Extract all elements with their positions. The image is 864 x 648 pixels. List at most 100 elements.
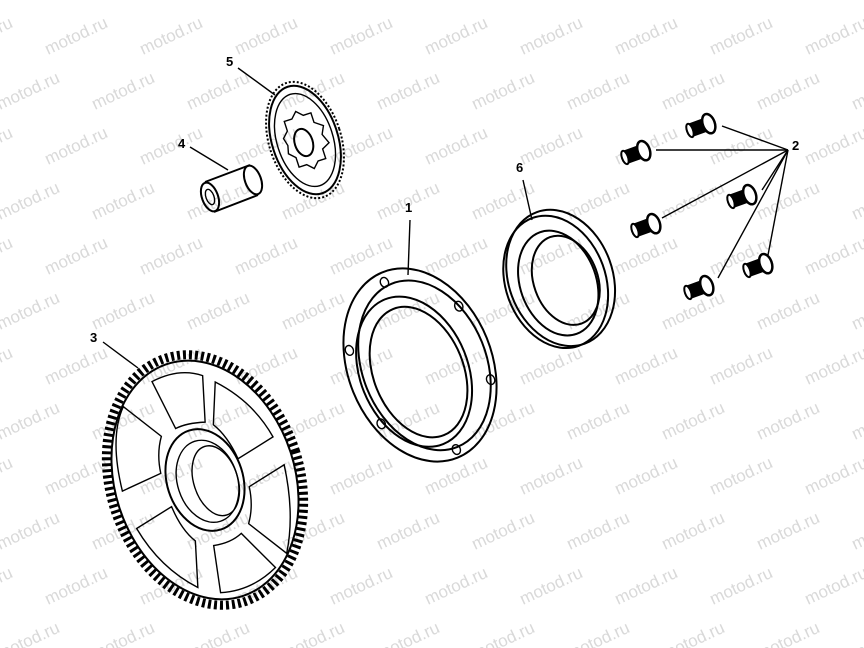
watermark-text: motod.ru [849, 68, 864, 114]
watermark-text: motod.ru [89, 288, 158, 334]
callout-label-1: 1 [405, 200, 412, 215]
part-2-bolts[interactable] [619, 112, 775, 303]
bolt[interactable] [741, 252, 775, 281]
watermark-text: motod.ru [707, 343, 776, 389]
watermark-text: motod.ru [849, 618, 864, 648]
watermark-text: motod.ru [517, 563, 586, 609]
watermark-text: motod.ru [279, 0, 348, 4]
watermark-text: motod.ru [279, 618, 348, 648]
bolt[interactable] [629, 212, 663, 241]
watermark-text: motod.ru [612, 453, 681, 499]
watermark-text: motod.ru [469, 288, 538, 334]
watermark-text: motod.ru [659, 618, 728, 648]
watermark-text: motod.ru [849, 398, 864, 444]
bolt[interactable] [619, 139, 653, 168]
watermark-text: motod.ru [564, 398, 633, 444]
watermark-text: motod.ru [374, 618, 443, 648]
watermark-text: motod.ru [754, 178, 823, 224]
watermark-text: motod.ru [517, 453, 586, 499]
watermark-text: motod.ru [659, 68, 728, 114]
callout-leader-6 [522, 179, 533, 221]
part-6-bearing-ring[interactable] [484, 194, 633, 362]
watermark-text: motod.ru [0, 0, 62, 4]
watermark-text: motod.ru [802, 563, 864, 609]
watermark-text: motod.ru [232, 233, 301, 279]
watermark-text: motod.ru [184, 0, 253, 4]
watermark-text: motod.ru [754, 398, 823, 444]
watermark-text: motod.ru [802, 123, 864, 169]
watermark-text: motod.ru [0, 618, 62, 648]
watermark-text: motod.ru [0, 453, 15, 499]
watermark-text: motod.ru [184, 68, 253, 114]
watermark-text: motod.ru [422, 343, 491, 389]
watermark-text: motod.ru [89, 178, 158, 224]
watermark-text: motod.ru [89, 0, 158, 4]
watermark-text: motod.ru [517, 123, 586, 169]
watermark-text: motod.ru [707, 453, 776, 499]
watermark-text: motod.ru [612, 233, 681, 279]
watermark-text: motod.ru [754, 68, 823, 114]
watermark-text: motod.ru [802, 453, 864, 499]
watermark-text: motod.ru [327, 13, 396, 59]
watermark-text: motod.ru [42, 563, 111, 609]
watermark-text: motod.ru [374, 0, 443, 4]
watermark-text: motod.ru [137, 123, 206, 169]
watermark-text: motod.ru [612, 563, 681, 609]
watermark-text: motod.ru [374, 508, 443, 554]
watermark-text: motod.ru [42, 233, 111, 279]
watermark-text: motod.ru [0, 398, 62, 444]
watermark-text: motod.ru [0, 233, 15, 279]
watermark-text: motod.ru [707, 13, 776, 59]
callout-label-5: 5 [226, 54, 233, 69]
callout-leaders-2 [656, 125, 789, 279]
callout-label-4: 4 [178, 136, 186, 151]
watermark-text: motod.ru [659, 398, 728, 444]
watermark-text: motod.ru [469, 508, 538, 554]
watermark-text: motod.ru [0, 508, 62, 554]
watermark-text: motod.ru [327, 563, 396, 609]
watermark-text: motod.ru [754, 508, 823, 554]
watermark-text: motod.ru [89, 618, 158, 648]
watermark-text: motod.ru [279, 288, 348, 334]
watermark-text: motod.ru [0, 178, 62, 224]
watermark-text: motod.ru [232, 13, 301, 59]
watermark-text: motod.ru [422, 453, 491, 499]
watermark-text: motod.ru [89, 508, 158, 554]
watermark-text: motod.ru [422, 233, 491, 279]
callout-leader-5 [237, 67, 276, 96]
watermark-text: motod.ru [849, 508, 864, 554]
watermark-text: motod.ru [564, 508, 633, 554]
watermark-text: motod.ru [469, 398, 538, 444]
watermark-text: motod.ru [849, 288, 864, 334]
watermark-text: motod.ru [0, 288, 62, 334]
bolt[interactable] [725, 183, 759, 212]
watermark-text: motod.ru [517, 343, 586, 389]
watermark-text: motod.ru [612, 13, 681, 59]
part-1-bearing-housing[interactable] [316, 245, 524, 484]
bolt[interactable] [684, 112, 718, 141]
watermark-text: motod.ru [232, 123, 301, 169]
watermark-text: motod.ru [89, 68, 158, 114]
watermark-text: motod.ru [802, 233, 864, 279]
watermark-text: motod.ru [137, 233, 206, 279]
part-3-large-ring-gear[interactable] [75, 329, 335, 631]
watermark-text: motod.ru [564, 68, 633, 114]
part-4-shaft-pin[interactable] [197, 163, 265, 214]
watermark-text: motod.ru [564, 0, 633, 4]
watermark-text: motod.ru [422, 123, 491, 169]
watermark-text: motod.ru [659, 508, 728, 554]
watermark-text: motod.ru [42, 123, 111, 169]
watermark-text: motod.ru [469, 68, 538, 114]
watermark-text: motod.ru [0, 343, 15, 389]
watermark-text: motod.ru [0, 13, 15, 59]
callout-label-6: 6 [516, 160, 523, 175]
part-5-intermediate-gear[interactable] [252, 72, 358, 208]
watermark-text: motod.ru [612, 343, 681, 389]
watermark-text: motod.ru [137, 453, 206, 499]
watermark-text: motod.ru [184, 288, 253, 334]
bolt[interactable] [682, 274, 716, 303]
watermark-text: motod.ru [517, 233, 586, 279]
watermark-text: motod.ru [754, 0, 823, 4]
watermark-text: motod.ru [517, 13, 586, 59]
watermark-text: motod.ru [42, 13, 111, 59]
